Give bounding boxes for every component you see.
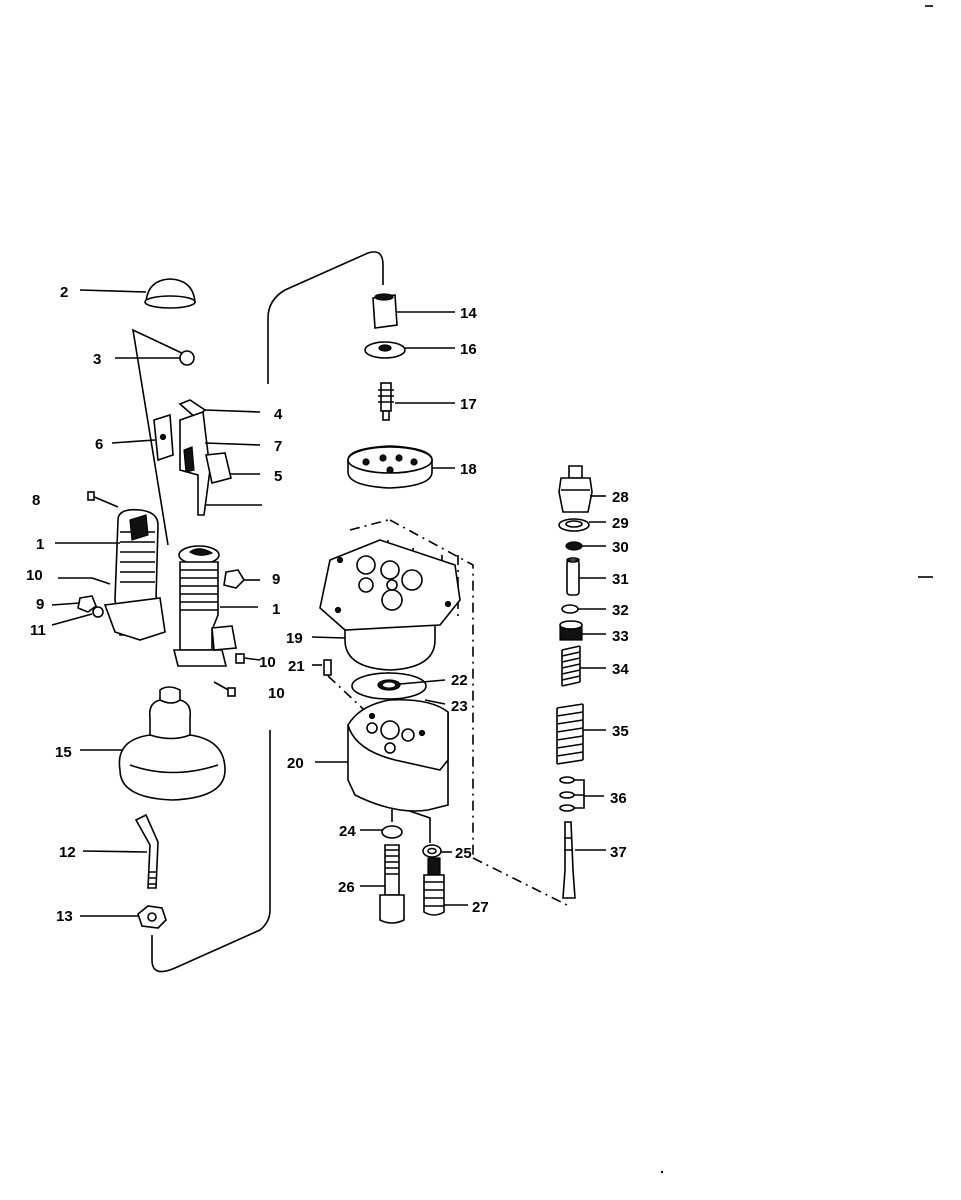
connector-line-upper <box>267 251 384 384</box>
part-30-oring <box>565 541 583 551</box>
label-15: 15 <box>55 744 72 761</box>
label-8: 8 <box>32 492 40 509</box>
part-34-spring <box>561 645 581 687</box>
label-1-left: 1 <box>36 536 44 553</box>
part-16-disc <box>364 341 406 359</box>
part-6-plate <box>153 413 174 462</box>
label-5: 5 <box>274 468 282 485</box>
label-19: 19 <box>286 630 303 647</box>
label-21: 21 <box>288 658 305 675</box>
label-37: 37 <box>610 844 627 861</box>
scan-dot <box>660 1170 664 1174</box>
part-24-ring <box>381 825 403 839</box>
label-17: 17 <box>460 396 477 413</box>
part-18-plate <box>347 445 433 489</box>
label-25: 25 <box>455 845 472 862</box>
label-10-c: 10 <box>268 685 285 702</box>
part-12-rod <box>134 813 159 889</box>
part-11-washer <box>92 606 104 618</box>
label-32: 32 <box>612 602 629 619</box>
part-27-fitting <box>423 857 445 916</box>
part-19-body <box>319 539 461 671</box>
part-28-cap <box>558 465 593 513</box>
part-10-bolt-b <box>235 653 261 664</box>
part-1-housing-left <box>103 508 166 641</box>
label-24: 24 <box>339 823 356 840</box>
label-14: 14 <box>460 305 477 322</box>
part-9-nut-left <box>77 595 97 613</box>
label-10-a: 10 <box>26 567 43 584</box>
part-17-plunger <box>378 382 394 421</box>
label-34: 34 <box>612 661 629 678</box>
label-33: 33 <box>612 628 629 645</box>
dash-right-top <box>389 519 474 858</box>
label-20: 20 <box>287 755 304 772</box>
label-16: 16 <box>460 341 477 358</box>
label-1-right: 1 <box>272 601 280 618</box>
leader-lines <box>51 289 606 917</box>
label-35: 35 <box>612 723 629 740</box>
part-31-spool <box>566 557 580 596</box>
part-2-cap <box>144 278 196 309</box>
part-35-spring <box>556 703 584 765</box>
label-30: 30 <box>612 539 629 556</box>
part-10-bolt-c <box>213 681 236 697</box>
label-18: 18 <box>460 461 477 478</box>
label-9-left: 9 <box>36 596 44 613</box>
part-21-pin <box>323 659 332 676</box>
label-23: 23 <box>451 698 468 715</box>
part-7-lever-plate <box>179 410 211 516</box>
part-22-seal <box>377 679 401 691</box>
label-22: 22 <box>451 672 468 689</box>
part-32-washer <box>561 604 579 614</box>
label-4: 4 <box>274 406 283 423</box>
dash-right-bottom <box>472 857 568 906</box>
label-27: 27 <box>472 899 489 916</box>
label-10-b: 10 <box>259 654 276 671</box>
dash-19-top <box>349 519 389 531</box>
part-25-ring <box>422 844 442 858</box>
part-5-block <box>205 452 232 484</box>
label-26: 26 <box>338 879 355 896</box>
bracket-line-3 <box>131 328 187 546</box>
part-14-coupling <box>372 293 398 329</box>
part-36-shims <box>559 776 575 812</box>
part-37-rod <box>562 821 576 899</box>
label-11: 11 <box>30 622 46 639</box>
part-29-washer <box>558 518 590 532</box>
part-26-fitting <box>379 844 405 924</box>
label-36: 36 <box>610 790 627 807</box>
label-3: 3 <box>93 351 101 368</box>
part-13-nut <box>137 905 167 929</box>
label-6: 6 <box>95 436 103 453</box>
label-28: 28 <box>612 489 629 506</box>
part-33-seat <box>559 620 583 641</box>
label-13: 13 <box>56 908 73 925</box>
part-8-bolt <box>87 491 119 508</box>
part-3-ball <box>179 350 195 366</box>
label-29: 29 <box>612 515 629 532</box>
connector-line-lower <box>151 730 271 973</box>
part-labels: 2 3 4 6 7 5 8 1 10 9 9 1 11 10 10 15 12 … <box>26 284 629 925</box>
part-9-nut-right <box>223 569 246 589</box>
label-2: 2 <box>60 284 68 301</box>
part-15-boot <box>118 686 226 801</box>
label-7: 7 <box>274 438 282 455</box>
label-12: 12 <box>59 844 76 861</box>
label-9-right: 9 <box>272 571 280 588</box>
part-10-bolt-a <box>91 577 111 585</box>
part-20-base <box>347 698 449 812</box>
part-1-housing-right <box>172 545 237 667</box>
label-31: 31 <box>612 571 629 588</box>
